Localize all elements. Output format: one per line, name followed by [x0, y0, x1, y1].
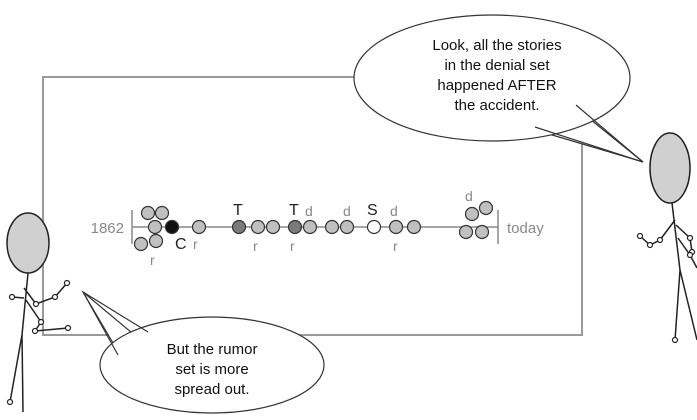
event-circle-t — [287, 219, 303, 235]
speech-bubble-left: But the rumor set is more spread out. — [81, 290, 325, 414]
event-circle — [458, 224, 474, 240]
event-circle — [302, 219, 318, 235]
event-circle — [154, 205, 170, 221]
event-circle — [250, 219, 266, 235]
event-circle — [148, 233, 164, 249]
label-d: d — [390, 203, 398, 219]
event-circle — [140, 205, 156, 221]
event-circle — [133, 236, 149, 252]
bubble-text-line: spread out. — [174, 381, 249, 398]
label-t2: T — [289, 202, 299, 219]
stick-figure-right — [636, 132, 697, 344]
bubble-text-line: Look, all the stories — [432, 37, 561, 54]
timeline-start-label: 1862 — [91, 220, 124, 237]
event-circle — [147, 219, 163, 235]
label-t1: T — [233, 202, 243, 219]
event-circle — [478, 200, 494, 216]
bubble-text-line: happened AFTER — [437, 77, 556, 94]
event-circle-s — [366, 219, 382, 235]
event-circle — [191, 219, 207, 235]
event-circle — [406, 219, 422, 235]
head — [649, 132, 691, 204]
label-d: d — [343, 203, 351, 219]
event-circle-c — [164, 219, 180, 235]
bubble-text-line: But the rumor — [167, 341, 258, 358]
event-circle — [324, 219, 340, 235]
label-r: r — [193, 236, 198, 252]
label-d: d — [305, 203, 313, 219]
head — [6, 212, 50, 274]
speech-bubble-right: Look, all the stories in the denial set … — [353, 14, 644, 163]
bubble-body — [99, 316, 325, 414]
bubble-body — [353, 14, 631, 142]
label-s: S — [367, 202, 378, 219]
event-circles — [133, 200, 494, 252]
label-r: r — [393, 238, 398, 254]
event-circle-t — [231, 219, 247, 235]
label-r: r — [290, 238, 295, 254]
bubble-text-line: set is more — [175, 361, 248, 378]
timeline-end-label: today — [507, 220, 544, 237]
event-circle — [388, 219, 404, 235]
event-circle — [464, 206, 480, 222]
label-r: r — [150, 252, 155, 268]
label-d: d — [465, 188, 473, 204]
event-circle — [474, 224, 490, 240]
bubble-text-line: in the denial set — [444, 57, 550, 74]
event-labels: C T T S r r r r r d d d d — [150, 188, 473, 268]
event-circle — [265, 219, 281, 235]
event-circle — [339, 219, 355, 235]
label-c: C — [175, 236, 187, 253]
bubble-text-line: the accident. — [454, 97, 539, 114]
label-r: r — [253, 238, 258, 254]
stick-figure-left — [6, 212, 72, 413]
timeline-frame — [42, 76, 583, 336]
